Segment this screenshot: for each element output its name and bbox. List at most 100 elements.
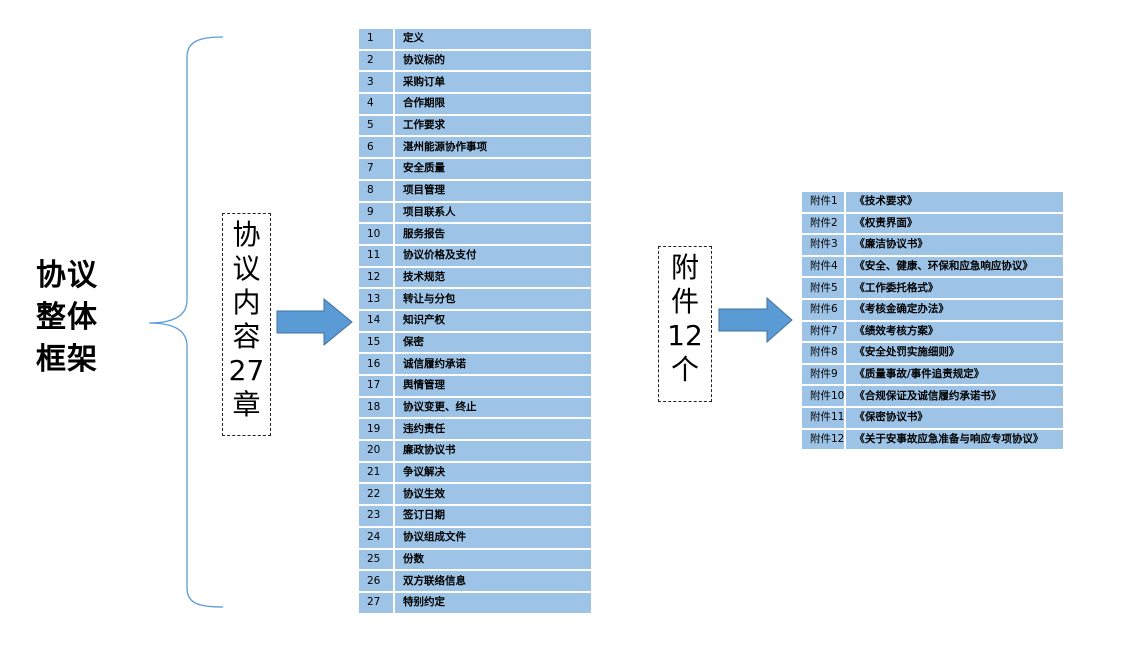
chapter-row-number: 15 — [359, 331, 395, 355]
chapter-row-number: 3 — [359, 71, 395, 95]
chapter-row-number: 4 — [359, 93, 395, 116]
chapter-row-number: 7 — [359, 158, 395, 181]
annex-row-number: 附件7 — [802, 320, 847, 344]
annex-label-char: 件 — [670, 285, 699, 318]
chapter-row-name: 项目管理 — [394, 179, 591, 203]
chapter-row-number: 8 — [359, 179, 395, 203]
annex-row-name: 《合规保证及诚信履约承诺书》 — [845, 385, 1064, 408]
chapter-row-name: 廉政协议书 — [394, 440, 591, 463]
chapter-row-number: 26 — [359, 570, 395, 593]
annex-label-box: 附 件 12 个 — [658, 246, 712, 402]
contents-label-char: 容 — [232, 320, 261, 353]
chapter-row-number: 13 — [359, 288, 395, 311]
chapter-row-number: 18 — [359, 396, 395, 420]
chapter-row-name: 协议生效 — [394, 483, 591, 507]
chapter-row-name: 转让与分包 — [394, 288, 591, 311]
chapter-row-name: 知识产权 — [394, 309, 591, 333]
annex-row-number: 附件5 — [802, 277, 847, 300]
annex-row-number: 附件3 — [802, 234, 847, 257]
chapter-row-number: 5 — [359, 114, 395, 138]
chapter-row-number: 19 — [359, 418, 395, 442]
annex-row: 附件7《绩效考核方案》 — [802, 320, 1064, 344]
annex-row: 附件11《保密协议书》 — [802, 406, 1064, 430]
annex-row: 附件10《合规保证及诚信履约承诺书》 — [802, 385, 1064, 408]
annex-row-name: 《安全、健康、环保和应急响应协议》 — [845, 255, 1064, 279]
contents-label-char: 议 — [232, 252, 261, 285]
chapter-row-name: 争议解决 — [394, 461, 591, 485]
annex-row-number: 附件12 — [802, 428, 847, 452]
chapter-row-number: 16 — [359, 353, 395, 376]
annex-label-char: 个 — [670, 353, 699, 386]
annex-row-name: 《廉洁协议书》 — [845, 234, 1064, 257]
title-line: 协议 — [36, 258, 98, 293]
annex-row-name: 《考核金确定办法》 — [845, 298, 1064, 322]
annex-row: 附件1《技术要求》 — [802, 192, 1064, 214]
annex-row-name: 《技术要求》 — [845, 192, 1064, 214]
chapter-row-number: 14 — [359, 309, 395, 333]
chapter-row-number: 21 — [359, 461, 395, 485]
annex-row-name: 《关于安事故应急准备与响应专项协议》 — [845, 428, 1064, 452]
chapter-row-name: 定义 — [394, 29, 591, 51]
annex-row-name: 《质量事故/事件追责规定》 — [845, 363, 1064, 387]
chapter-row-name: 项目联系人 — [394, 201, 591, 225]
chapter-row-name: 舆情管理 — [394, 375, 591, 398]
annex-row-number: 附件11 — [802, 406, 847, 430]
annex-row-name: 《权责界面》 — [845, 212, 1064, 236]
chapter-row-name: 协议变更、终止 — [394, 396, 591, 420]
annex-row-number: 附件8 — [802, 342, 847, 365]
chapter-row-name: 保密 — [394, 331, 591, 355]
chapter-row-number: 1 — [359, 29, 395, 51]
right-arrow-icon — [718, 297, 793, 343]
chapter-row-name: 诚信履约承诺 — [394, 353, 591, 376]
chapter-row-name: 安全质量 — [394, 158, 591, 181]
chapter-row-name: 协议组成文件 — [394, 526, 591, 550]
chapter-row-number: 24 — [359, 526, 395, 550]
annex-row: 附件3《廉洁协议书》 — [802, 234, 1064, 257]
curly-brace — [148, 36, 224, 608]
annex-row-number: 附件9 — [802, 363, 847, 387]
chapter-row-name: 违约责任 — [394, 418, 591, 442]
title-line: 框架 — [36, 342, 98, 377]
chapter-row-number: 25 — [359, 548, 395, 572]
annex-table: 附件1《技术要求》附件2《权责界面》附件3《廉洁协议书》附件4《安全、健康、环保… — [802, 192, 1064, 452]
right-arrow-icon — [276, 298, 353, 346]
chapter-row-name: 份数 — [394, 548, 591, 572]
framework-title: 协议 整体 框架 — [36, 255, 116, 381]
chapter-row-name: 湛州能源协作事项 — [394, 136, 591, 160]
annex-row-name: 《绩效考核方案》 — [845, 320, 1064, 344]
chapter-row-name: 签订日期 — [394, 505, 591, 528]
annex-label-char: 附 — [670, 251, 699, 284]
annex-row: 附件2《权责界面》 — [802, 212, 1064, 236]
chapter-row-number: 17 — [359, 375, 395, 398]
annex-row-name: 《保密协议书》 — [845, 406, 1064, 430]
contents-label-box: 协 议 内 容 27 章 — [222, 213, 271, 436]
contents-label-char: 章 — [232, 388, 261, 421]
chapter-row-name: 技术规范 — [394, 266, 591, 290]
annex-label-char: 12 — [667, 319, 703, 352]
contents-label-char: 协 — [232, 218, 261, 251]
annex-row-number: 附件1 — [802, 192, 847, 214]
chapter-row-number: 27 — [359, 591, 395, 615]
annex-row-name: 《工作委托格式》 — [845, 277, 1064, 300]
chapter-row-name: 协议价格及支付 — [394, 244, 591, 268]
